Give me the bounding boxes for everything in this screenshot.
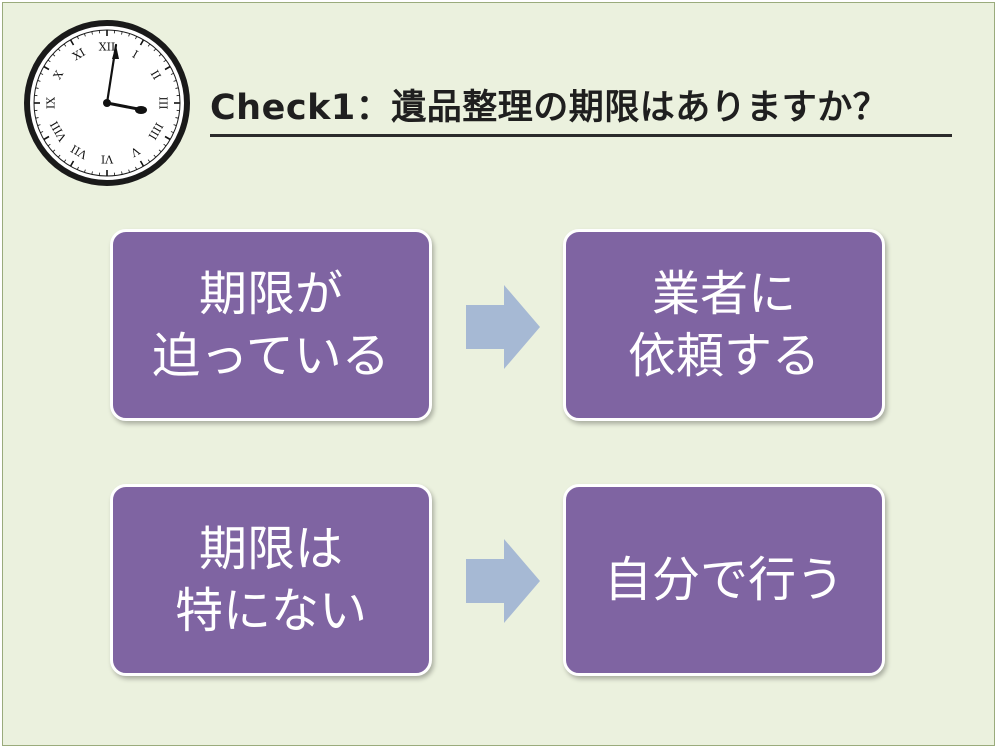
box-text-line: 期限は <box>198 521 343 577</box>
box-request-vendor: 業者に 依頼する <box>563 229 885 421</box>
box-text-line: 業者に <box>651 266 796 322</box>
clock-numeral: III <box>157 96 170 109</box>
box-text-line: 自分で行う <box>603 552 844 608</box>
slide-title: Check1：遺品整理の期限はありますか？ <box>210 88 889 128</box>
clock-numeral: XII <box>99 41 116 54</box>
box-no-deadline: 期限は 特にない <box>110 484 432 676</box>
clock-numeral: IX <box>45 97 58 109</box>
title-underline <box>210 134 952 137</box>
right-arrow-icon <box>466 285 540 369</box>
clock-numeral: XI <box>70 46 87 63</box>
clock-numeral: I <box>130 48 140 61</box>
right-arrow-icon <box>466 539 540 623</box>
box-text-line: 迫っている <box>152 328 390 384</box>
box-do-yourself: 自分で行う <box>563 484 885 676</box>
box-text-line: 依頼する <box>627 328 820 384</box>
box-text-line: 特にない <box>174 583 367 639</box>
box-text-line: 期限が <box>198 266 343 322</box>
clock-numeral: VI <box>101 153 114 166</box>
box-deadline-near: 期限が 迫っている <box>110 229 432 421</box>
